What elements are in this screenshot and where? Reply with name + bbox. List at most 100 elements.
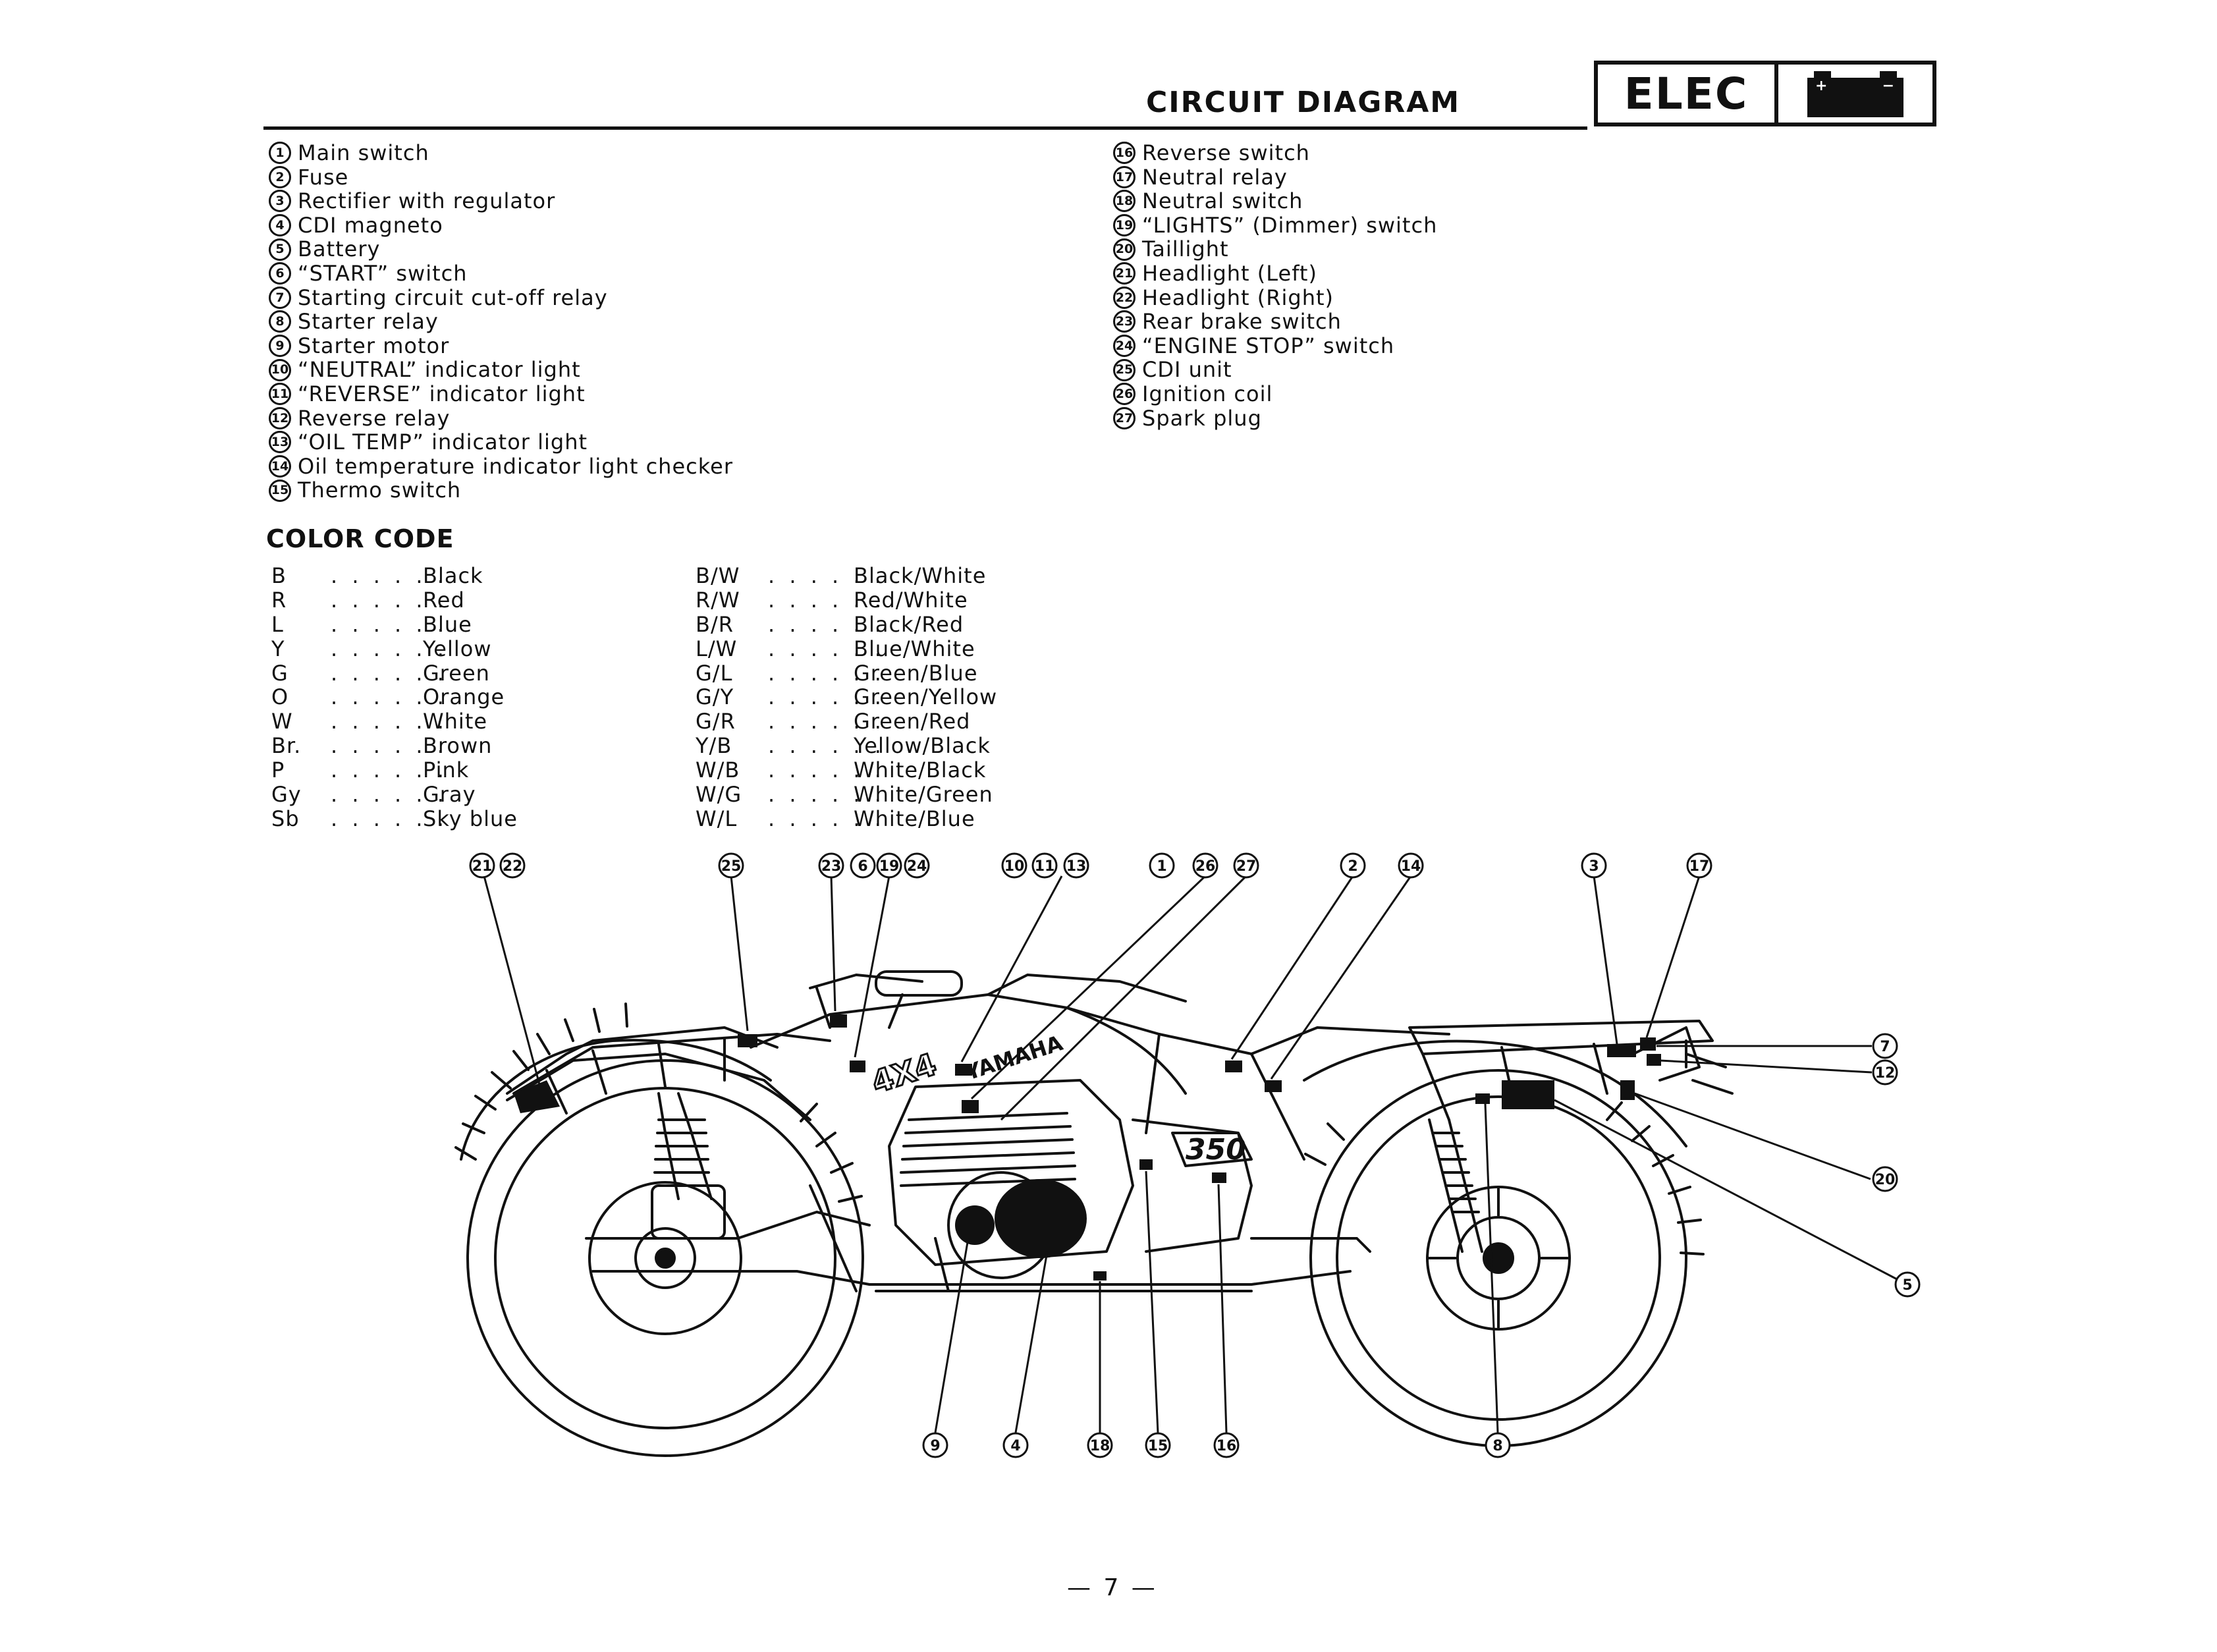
color-code-item: W/B. . . . . .White/Black — [696, 758, 997, 783]
engine-fins — [900, 1112, 1076, 1187]
callout-number-text: 26 — [1195, 858, 1216, 875]
component-label: Taillight — [1142, 236, 1229, 262]
frame-lower — [591, 1270, 1352, 1286]
callout-number-text: 7 — [1880, 1039, 1890, 1055]
color-name: Sky blue — [423, 806, 518, 831]
rear-fender — [1303, 1039, 1687, 1147]
color-code-item: B/R. . . . . .Black/Red — [696, 612, 997, 637]
color-code: P — [271, 757, 285, 783]
color-code-item: W/G. . . . . .White/Green — [696, 783, 997, 807]
handlebar — [809, 974, 923, 989]
color-name: Pink — [423, 757, 470, 783]
component-label: Starter motor — [298, 333, 450, 358]
callout-number-text: 27 — [1236, 858, 1257, 875]
color-code: B/W — [696, 563, 740, 588]
color-code-item: W/L. . . . . .White/Blue — [696, 806, 997, 831]
component-number: 6 — [269, 262, 291, 285]
component-number: 19 — [1113, 214, 1136, 237]
callout-number: 13 — [1063, 852, 1089, 879]
callout-number-text: 12 — [1875, 1065, 1896, 1082]
color-code: R/W — [696, 587, 740, 613]
color-code: G — [271, 660, 288, 686]
callout-number-text: 11 — [1035, 858, 1055, 875]
component-number: 18 — [1113, 190, 1136, 213]
color-code: Sb — [271, 806, 300, 831]
callout-number: 8 — [1485, 1432, 1511, 1458]
color-code: Br. — [271, 733, 302, 759]
mark-cdi-magneto — [995, 1179, 1087, 1258]
callout-number: 1 — [1149, 852, 1175, 879]
color-code-item: R. . . . . .Red — [271, 588, 518, 613]
component-label: “OIL TEMP” indicator light — [298, 429, 588, 455]
color-name: Green/Blue — [854, 660, 978, 686]
callout-number: 18 — [1087, 1432, 1113, 1458]
color-name: Black/White — [854, 563, 987, 588]
callout-number: 22 — [499, 852, 526, 879]
callout-number-text: 21 — [472, 858, 493, 875]
color-code: L/W — [696, 636, 738, 661]
component-number: 23 — [1113, 310, 1136, 333]
callout-number: 26 — [1192, 852, 1218, 879]
color-code-item: B. . . . . .Black — [271, 564, 518, 588]
component-label: Neutral switch — [1142, 188, 1303, 214]
color-code-item: P. . . . . .Pink — [271, 758, 518, 783]
color-code: Y — [271, 636, 285, 661]
title-rule — [263, 126, 1587, 130]
component-number: 15 — [269, 479, 291, 502]
callout-number-text: 19 — [879, 858, 900, 875]
callout-number-text: 5 — [1902, 1277, 1912, 1294]
front-rack — [512, 1033, 831, 1095]
callout-number-text: 25 — [721, 858, 742, 875]
legend-item: 10 “NEUTRAL” indicator light — [269, 358, 733, 382]
color-code-item: Y. . . . . .Yellow — [271, 636, 518, 661]
color-code-item: G/L. . . . . .Green/Blue — [696, 661, 997, 686]
callout-number-text: 10 — [1004, 858, 1025, 875]
callout-number: 16 — [1213, 1432, 1240, 1458]
component-number: 10 — [269, 358, 291, 381]
color-name: Red/White — [854, 587, 968, 613]
color-name: Yellow — [423, 636, 492, 661]
callout-number-text: 15 — [1148, 1438, 1168, 1454]
legend-item: 9 Starter motor — [269, 334, 733, 358]
color-code: Y/B — [696, 733, 732, 759]
callout-number-text: 16 — [1217, 1438, 1237, 1454]
front-fender-inner — [506, 1053, 811, 1121]
color-code-item: Br.. . . . . .Brown — [271, 734, 518, 758]
component-label: Main switch — [298, 140, 429, 165]
color-name: Gray — [423, 782, 476, 808]
rear-rack — [1408, 1020, 1714, 1055]
color-name: Blue — [423, 611, 472, 637]
component-label: Rear brake switch — [1142, 309, 1342, 335]
handle-grip — [875, 970, 963, 997]
component-number: 22 — [1113, 286, 1136, 309]
legend-item: 18 Neutral switch — [1113, 189, 1437, 213]
atv-outline: 350 — [454, 970, 1734, 1457]
component-label: CDI magneto — [298, 212, 443, 238]
callout-number-text: 20 — [1875, 1172, 1896, 1188]
callout-number: 15 — [1145, 1432, 1171, 1458]
callout-number: 10 — [1001, 852, 1027, 879]
mark-ignition-coil — [962, 1100, 979, 1113]
component-number: 9 — [269, 335, 291, 358]
mark-rectifier — [1607, 1044, 1636, 1057]
component-number: 2 — [269, 165, 291, 188]
callout-number: 25 — [718, 852, 744, 879]
callout-number: 14 — [1398, 852, 1424, 879]
component-label: “START” switch — [298, 260, 468, 286]
component-label: CDI unit — [1142, 357, 1232, 383]
color-code-heading: COLOR CODE — [266, 524, 454, 553]
leader-lines — [483, 875, 1898, 1433]
component-label: “NEUTRAL” indicator light — [298, 357, 581, 383]
